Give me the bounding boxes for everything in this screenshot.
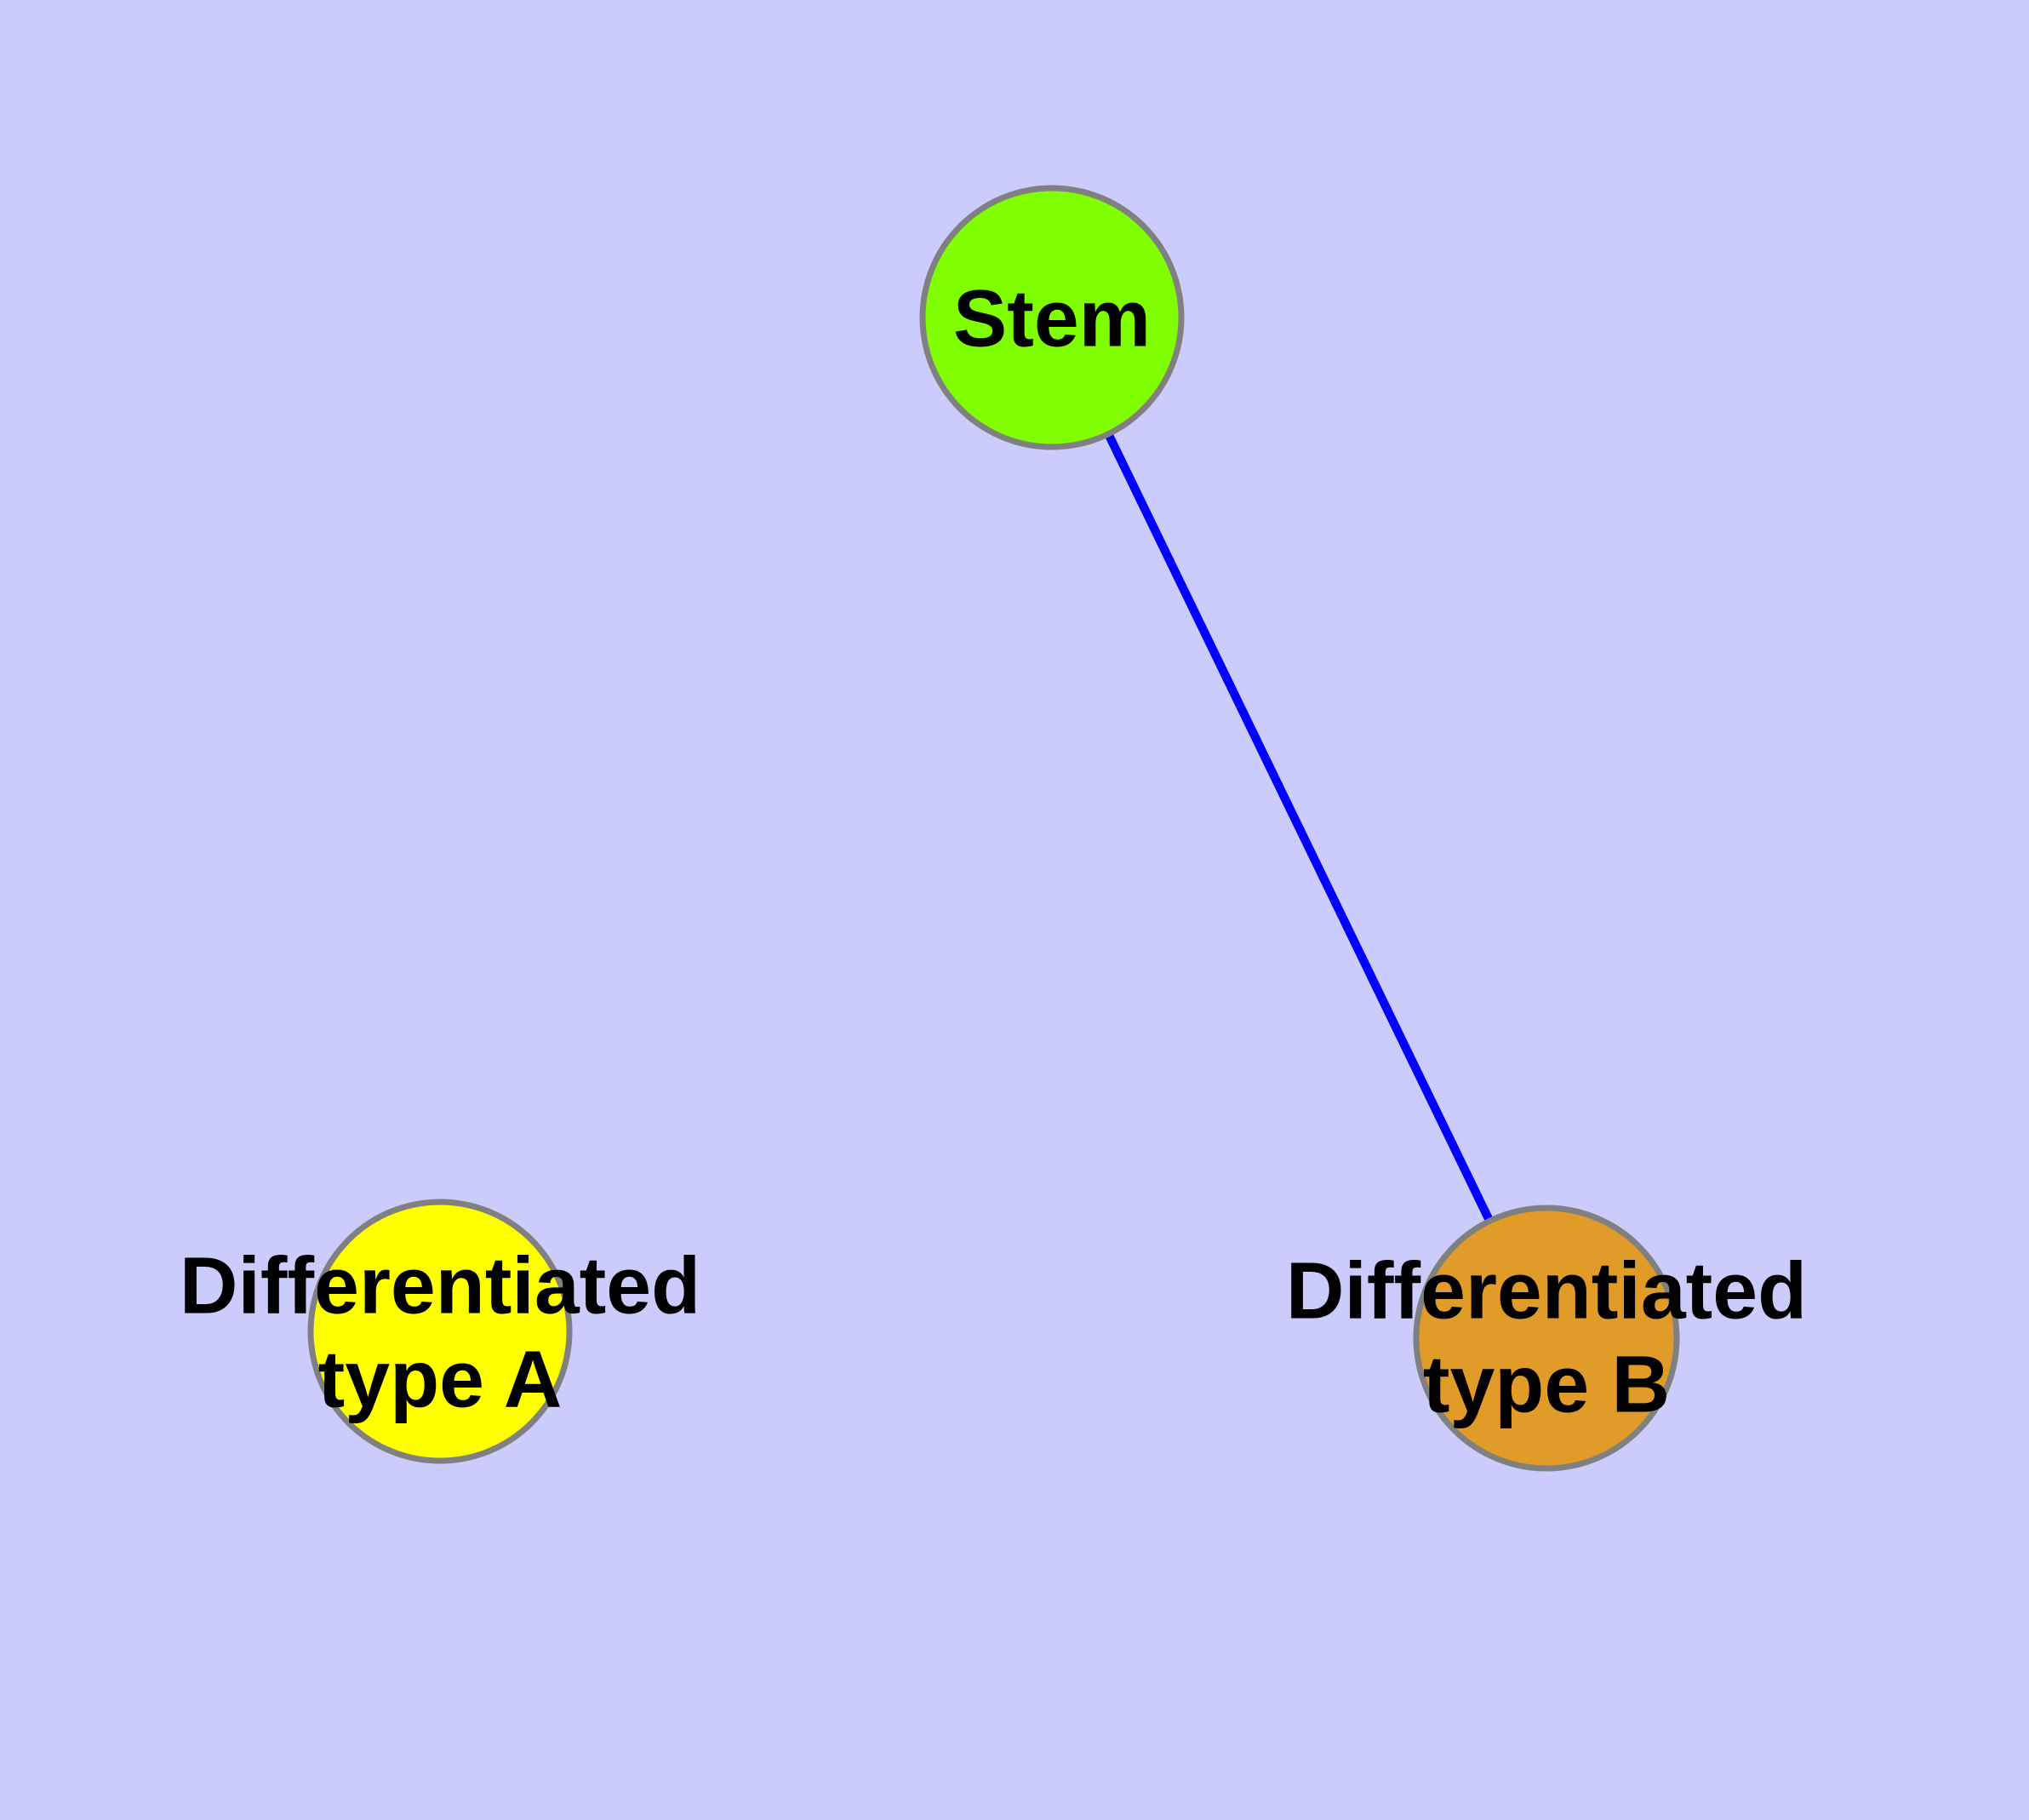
node-differentiated-type-a-circle[interactable] [307, 1199, 573, 1464]
node-stem-circle[interactable] [919, 185, 1185, 450]
node-differentiated-type-b-label-line2: type B [1423, 1339, 1670, 1429]
edge-stem-to-differentiated-type-b[interactable] [1048, 315, 1551, 1341]
node-stem[interactable]: Stem [919, 185, 1185, 450]
node-differentiated-type-a[interactable]: Differentiated type A [180, 1199, 700, 1464]
node-differentiated-type-a-label-line1: Differentiated [180, 1240, 700, 1331]
node-differentiated-type-a-label-line2: type A [318, 1334, 563, 1424]
node-differentiated-type-b-circle[interactable] [1413, 1205, 1680, 1472]
node-differentiated-type-b[interactable]: Differentiated type B [1286, 1205, 1807, 1472]
edge-layer [1048, 315, 1551, 1341]
node-differentiated-type-b-label-line1: Differentiated [1286, 1245, 1807, 1336]
node-stem-label: Stem [953, 273, 1151, 363]
node-layer: Stem Differentiated type A Differentiate… [180, 185, 1807, 1472]
